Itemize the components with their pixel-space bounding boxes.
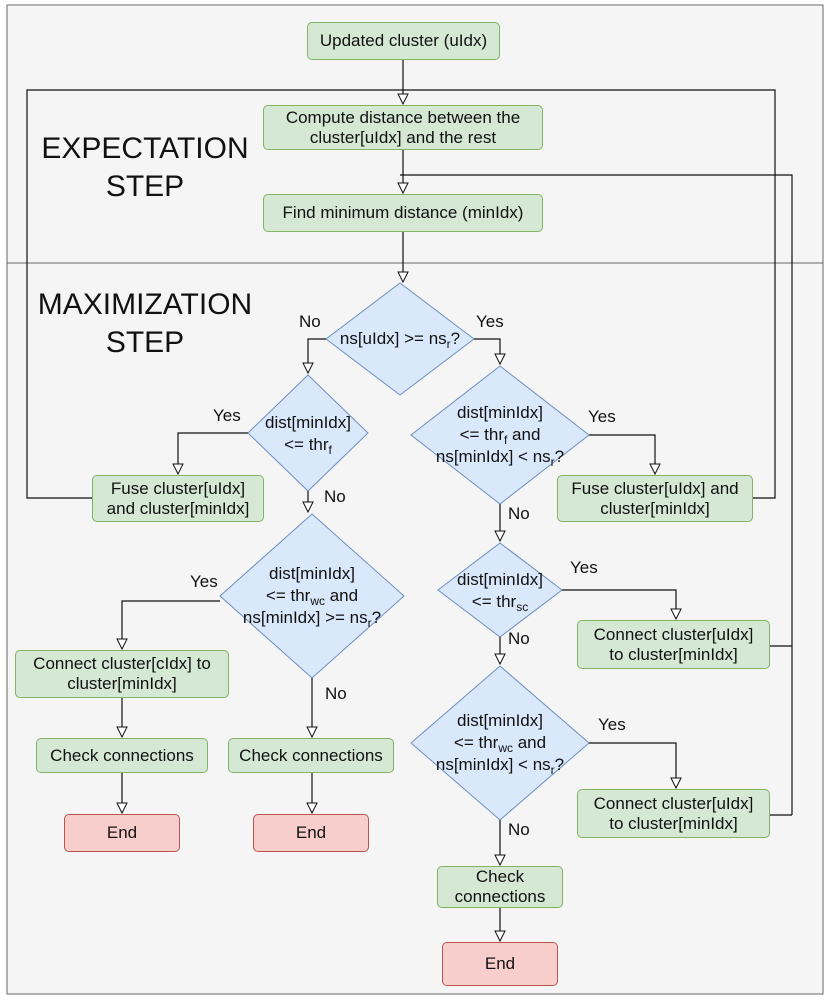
decision-d1-line: ns[uIdx] >= nsr? [339,329,461,351]
fuse-right-node: Fuse cluster[uIdx] and cluster[minIdx] [557,475,753,522]
decision-d4-line2: <= thrwc and [265,586,359,608]
decision-text-d5: dist[minIdx] <= thrsc [438,568,562,614]
decision-d3-line2: <= thrf and [459,425,541,447]
arrow-d2-yes [178,432,248,474]
end-right-node: End [442,942,558,986]
decision-d2-line1: dist[minIdx] [265,413,351,432]
edge-label-d6-no: No [508,820,530,839]
decision-d2-line2: <= thrf [284,435,332,457]
connect-right-2-node: Connect cluster[uIdx] to cluster[minIdx] [577,789,770,838]
edge-label-d2-no: No [324,487,346,506]
decision-text-d1: ns[uIdx] >= nsr? [326,327,474,351]
arrow-d1-no [308,338,326,373]
edge-label-d1-no: No [299,312,321,331]
edge-label-d3-yes: Yes [588,407,616,426]
edge-label-d4-no: No [325,684,347,703]
arrow-d1-yes [474,338,500,364]
edge-label-d2-yes: Yes [213,406,241,425]
decision-d3-line1: dist[minIdx] [457,403,543,422]
edge-label-d5-no: No [508,629,530,648]
check-connections-mid-node: Check connections [228,738,394,773]
decision-text-d6: dist[minIdx] <= thrwc and ns[minIdx] < n… [411,708,589,778]
decision-d4-line1: dist[minIdx] [269,564,355,583]
arrow-d5-yes [562,589,676,619]
decision-d5-line1: dist[minIdx] [457,570,543,589]
check-connections-left-node: Check connections [36,738,208,773]
maximization-step-label: MAXIMIZATION STEP [37,288,253,359]
loop-line-right [400,89,776,499]
decision-d5-line2: <= thrsc [471,592,529,614]
updated-cluster-node: Updated cluster (uIdx) [307,22,500,60]
decision-text-d2: dist[minIdx] <= thrf [248,411,368,457]
edge-label-d5-yes: Yes [570,558,598,577]
arrow-d6-yes [589,742,676,788]
expectation-step-label: EXPECTATION STEP [41,132,249,203]
arrow-d3-yes [589,434,655,474]
connector-lines [26,89,793,816]
decision-d3-line3: ns[minIdx] < nsr? [435,447,565,469]
arrow-d4-yes [122,600,220,649]
decision-text-d4: dist[minIdx] <= thrwc and ns[minIdx] >= … [220,561,404,631]
decision-d4-line3: ns[minIdx] >= nsr? [242,608,382,630]
end-left-node: End [64,814,180,852]
edge-label-d3-no: No [508,504,530,523]
decision-text-d3: dist[minIdx] <= thrf and ns[minIdx] < ns… [411,400,589,470]
decision-d6-line3: ns[minIdx] < nsr? [435,755,565,777]
end-mid-node: End [253,814,369,852]
loop-line-left [26,89,400,499]
edge-label-d1-yes: Yes [476,312,504,331]
edge-label-d6-yes: Yes [598,715,626,734]
decision-diamond-d1 [325,282,475,396]
connect-right-1-node: Connect cluster[uIdx] to cluster[minIdx] [577,620,770,669]
check-connections-right-node: Check connections [437,866,563,908]
loop-line-far-right [400,174,793,815]
decision-d6-line2: <= thrwc and [453,733,547,755]
decision-d6-line1: dist[minIdx] [457,711,543,730]
fuse-left-node: Fuse cluster[uIdx] and cluster[minIdx] [92,475,264,522]
edge-label-d4-yes: Yes [190,572,218,591]
compute-distance-node: Compute distance between the cluster[uId… [263,105,543,150]
connect-left-node: Connect cluster[cIdx] to cluster[minIdx] [15,650,229,698]
find-minimum-node: Find minimum distance (minIdx) [263,194,543,232]
arrow-edges [122,60,676,941]
